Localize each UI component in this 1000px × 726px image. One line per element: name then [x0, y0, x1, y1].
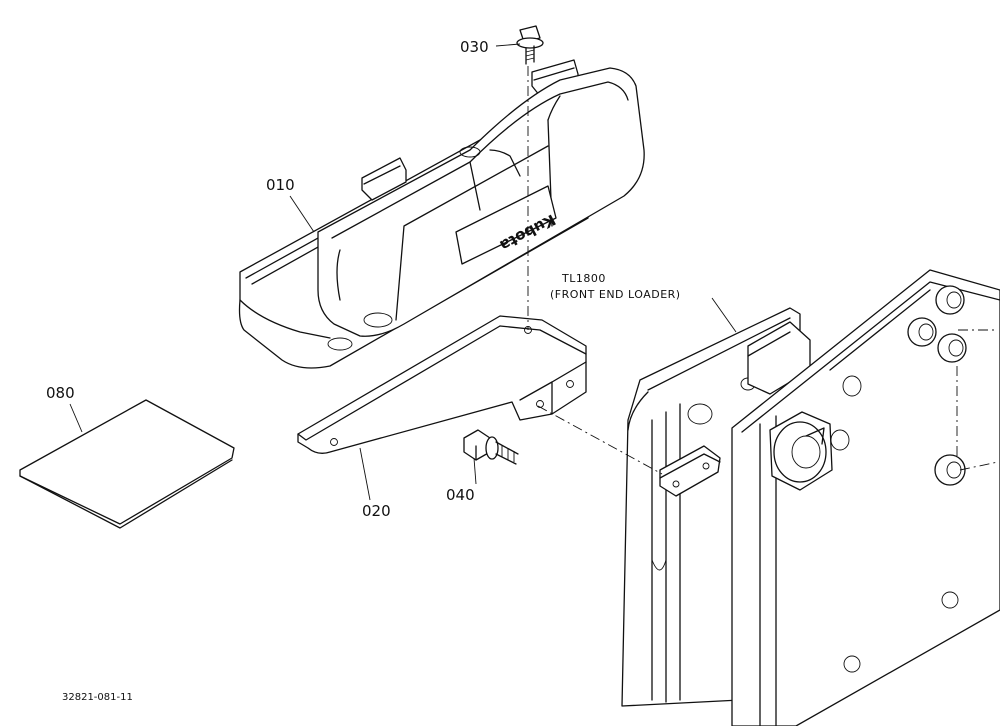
- callout-030: 030: [460, 38, 489, 56]
- note-model: TL1800: [561, 272, 606, 285]
- callout-040: 040: [446, 486, 475, 504]
- note-description: (FRONT END LOADER): [550, 288, 681, 301]
- tool-box-010: Kubota: [238, 59, 645, 369]
- drawing-number: 32821-081-11: [62, 692, 133, 703]
- loader-frame: [621, 269, 1000, 726]
- callout-080: 080: [46, 384, 75, 402]
- callout-010: 010: [266, 176, 295, 194]
- callout-020: 020: [362, 502, 391, 520]
- bracket-020: [297, 315, 587, 454]
- manual-080: [19, 399, 235, 529]
- assembly-lines: [527, 66, 999, 475]
- bolt-040: [463, 429, 519, 465]
- nuts: [907, 285, 967, 486]
- leader-lines: [69, 43, 737, 501]
- bolt-030: [516, 25, 544, 65]
